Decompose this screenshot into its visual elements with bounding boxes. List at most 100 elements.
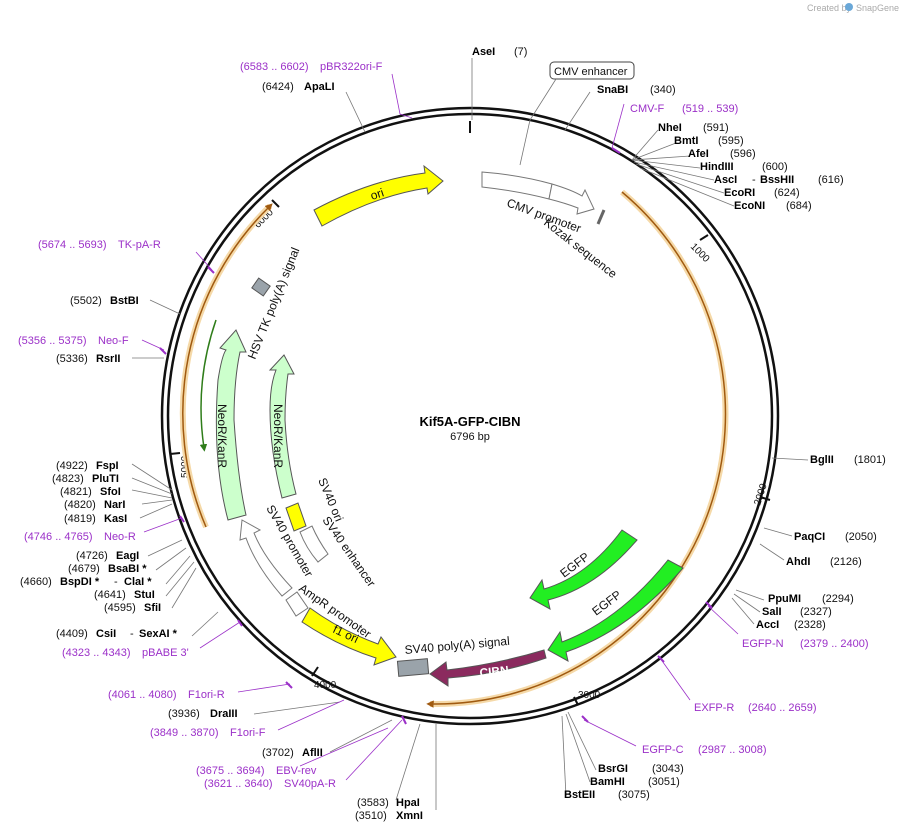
- feature-sv40-ori: [285, 502, 307, 532]
- svg-text:(596): (596): [730, 148, 756, 160]
- plasmid-length: 6796 bp: [450, 431, 490, 443]
- backbone: [160, 106, 780, 726]
- primer-sv40par: SV40pA-R: [284, 778, 336, 790]
- svg-text:(3075): (3075): [618, 789, 650, 801]
- primer-pbr322-range: (6583 .. 6602): [240, 61, 309, 73]
- feature-kozak: [596, 209, 606, 225]
- enzyme-csii: CsiI: [96, 628, 116, 640]
- primer-pbr322: pBR322ori-F: [320, 61, 383, 73]
- tick-6000: [271, 199, 280, 208]
- feature-ori: [313, 164, 444, 227]
- svg-text:(3043): (3043): [652, 763, 684, 775]
- enzyme-bstbi: BstBI: [110, 295, 139, 307]
- svg-text:-: -: [752, 174, 756, 186]
- cmv-enhancer-leader: [519, 78, 557, 166]
- cmv-enhancer-box: [549, 61, 635, 80]
- feature-cibn-label: CIBN: [479, 663, 510, 680]
- enzyme-xmni: XmnI: [396, 810, 423, 822]
- svg-text:(616): (616): [818, 174, 844, 186]
- svg-text:(4922): (4922): [56, 460, 88, 472]
- primer-cmvf: CMV-F: [630, 103, 665, 115]
- feature-ori-label: ori: [369, 185, 386, 202]
- svg-text:(4726): (4726): [76, 550, 108, 562]
- feature-sv40-polya-label: SV40 poly(A) signal: [404, 634, 510, 657]
- primer-leaders: [141, 73, 739, 781]
- enzyme-paqci: PaqCI: [794, 531, 825, 543]
- tick-4000: [311, 666, 319, 677]
- svg-text:(3583): (3583): [357, 797, 389, 809]
- primer-exfpr: EXFP-R: [694, 702, 734, 714]
- svg-text:(4595): (4595): [104, 602, 136, 614]
- enzyme-sali: SalI: [762, 606, 782, 618]
- svg-text:(591): (591): [703, 122, 729, 134]
- orf-arc-main: [426, 191, 727, 708]
- svg-text:(3621 .. 3640): (3621 .. 3640): [204, 778, 273, 790]
- tick-3000: [573, 696, 579, 706]
- enzyme-draiii: DraIII: [210, 708, 238, 720]
- svg-text:(3675 .. 3694): (3675 .. 3694): [196, 765, 265, 777]
- enzyme-clai: ClaI *: [124, 576, 152, 588]
- enzyme-nari: NarI: [104, 499, 125, 511]
- svg-text:(2328): (2328): [794, 619, 826, 631]
- brand-app: SnapGene: [856, 3, 899, 13]
- snapgene-brand: Created by SnapGene: [807, 3, 899, 13]
- svg-text:(3051): (3051): [648, 776, 680, 788]
- enzyme-ahdi: AhdI: [786, 556, 810, 568]
- enzyme-bmti: BmtI: [674, 135, 698, 147]
- tick-label-1000: 1000: [688, 241, 712, 265]
- feature-hsv-label: HSV TK poly(A) signal: [245, 245, 303, 361]
- svg-text:(3702): (3702): [262, 747, 294, 759]
- primer-neor: Neo-R: [104, 531, 136, 543]
- enzyme-sfoi: SfoI: [100, 486, 121, 498]
- primer-neof: Neo-F: [98, 335, 129, 347]
- plasmid-name: Kif5A-GFP-CIBN: [419, 414, 520, 429]
- svg-text:(4823): (4823): [52, 473, 84, 485]
- primer-labels: (6583 .. 6602) pBR322ori-F CMV-F (519 ..…: [18, 61, 869, 790]
- feature-cmv-promoter: [548, 183, 595, 215]
- svg-text:(2327): (2327): [800, 606, 832, 618]
- feature-sv40-enhancer-label: SV40 enhancer: [320, 514, 379, 590]
- svg-text:(595): (595): [718, 135, 744, 147]
- svg-text:(340): (340): [650, 84, 676, 96]
- primer-ebvrev: EBV-rev: [276, 765, 317, 777]
- primer-egfpn: EGFP-N: [742, 638, 784, 650]
- svg-text:(2050): (2050): [845, 531, 877, 543]
- primer-egfpc: EGFP-C: [642, 744, 684, 756]
- feature-egfp-inner: [529, 529, 638, 610]
- svg-text:(1801): (1801): [854, 454, 886, 466]
- enzyme-afei: AfeI: [688, 148, 709, 160]
- enzyme-apali: ApaLI: [304, 81, 335, 93]
- enzyme-asci: AscI: [714, 174, 737, 186]
- scale-ticks: [169, 121, 771, 706]
- tick-label-3000: 3000: [578, 690, 601, 701]
- enzyme-bspdi: BspDI *: [60, 576, 100, 588]
- enzyme-bamhi: BamHI: [590, 776, 625, 788]
- feature-sv40-polya-box: [396, 658, 430, 677]
- tick-2000: [759, 496, 771, 501]
- enzyme-asei: AseI: [472, 46, 495, 58]
- enzyme-leaders: [131, 58, 809, 810]
- tick-1000: [699, 234, 709, 241]
- svg-text:(4641): (4641): [94, 589, 126, 601]
- enzyme-ppumi: PpuMI: [768, 593, 801, 605]
- svg-text:(4409): (4409): [56, 628, 88, 640]
- enzyme-rsrii: RsrII: [96, 353, 120, 365]
- enzyme-eagi: EagI: [116, 550, 139, 562]
- enzyme-kasi: KasI: [104, 513, 127, 525]
- enzyme-bsrgi: BsrGI: [598, 763, 628, 775]
- svg-text:(5674 .. 5693): (5674 .. 5693): [38, 239, 107, 251]
- enzyme-econi: EcoNI: [734, 200, 765, 212]
- svg-text:(4746 .. 4765): (4746 .. 4765): [24, 531, 93, 543]
- svg-text:(4660): (4660): [20, 576, 52, 588]
- enzyme-hindiii: HindIII: [700, 161, 734, 173]
- enzyme-sfii: SfiI: [144, 602, 161, 614]
- enzyme-sexai: SexAI *: [139, 628, 178, 640]
- svg-text:(3510): (3510): [355, 810, 387, 822]
- feature-neor-inner: [268, 354, 297, 499]
- feature-ampr-promoter: [285, 591, 309, 617]
- enzyme-hpai: HpaI: [396, 797, 420, 809]
- svg-text:-: -: [114, 576, 118, 588]
- enzyme-pluti: PluTI: [92, 473, 119, 485]
- enzyme-acci: AccI: [756, 619, 779, 631]
